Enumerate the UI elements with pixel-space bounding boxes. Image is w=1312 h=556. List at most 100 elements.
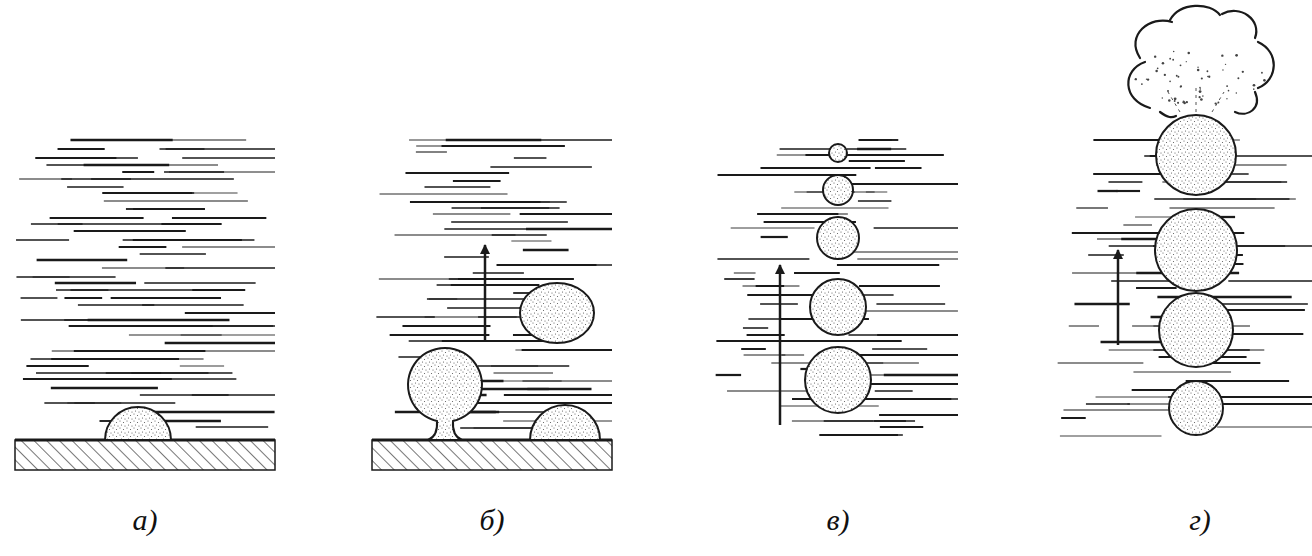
rising-bubble [520, 283, 594, 343]
liquid-line [1058, 362, 1144, 363]
liquid-line [1133, 372, 1231, 373]
cloud-spray [1199, 90, 1202, 93]
liquid-line [849, 160, 905, 162]
cloud-spray-line [1212, 92, 1224, 112]
cloud-spray [1202, 95, 1204, 97]
liquid-line [806, 213, 848, 214]
cloud-spray [1235, 54, 1238, 57]
liquid-hatching [16, 140, 1312, 436]
liquid-line [522, 380, 612, 381]
heated-wall [372, 440, 612, 470]
rise-arrow [779, 265, 782, 425]
liquid-line [140, 394, 229, 396]
cloud-spray [1177, 76, 1179, 78]
cloud-outline [1160, 112, 1176, 117]
liquid-line [133, 208, 205, 210]
panel-label: а) [110, 503, 180, 537]
liquid-line [116, 192, 194, 194]
liquid-line [522, 349, 612, 351]
liquid-line [1123, 224, 1152, 225]
liquid-line [829, 434, 903, 435]
rise-arrow [484, 245, 487, 340]
liquid-line [67, 186, 123, 187]
liquid-line [451, 284, 540, 286]
cloud-spray-line [1168, 92, 1180, 112]
cloud-spray [1217, 102, 1219, 104]
liquid-line [520, 213, 612, 215]
liquid-line [1076, 207, 1108, 208]
vapor-bubble [829, 144, 847, 162]
liquid-line [405, 172, 509, 174]
liquid-line [1116, 190, 1140, 192]
vapor-cloud [1128, 6, 1273, 117]
cloud-spray [1164, 74, 1166, 76]
liquid-line [1093, 139, 1160, 141]
heated-wall [15, 440, 275, 470]
liquid-line [1074, 303, 1129, 305]
liquid-line [777, 155, 826, 156]
liquid-line [72, 282, 104, 284]
liquid-line [1183, 198, 1256, 199]
liquid-line [1218, 309, 1305, 311]
cloud-spray-line [1196, 88, 1197, 112]
liquid-line [16, 239, 69, 241]
liquid-line [21, 297, 58, 299]
liquid-line [875, 390, 913, 392]
liquid-line [380, 194, 508, 195]
liquid-line [51, 387, 158, 389]
panel-label: г) [1165, 503, 1235, 537]
cloud-spray [1155, 70, 1158, 73]
cloud-spray [1222, 69, 1223, 70]
cloud-spray [1236, 92, 1237, 93]
liquid-line [140, 253, 206, 254]
liquid-line [453, 180, 501, 182]
cloud-outline [1170, 6, 1220, 20]
liquid-line [447, 307, 520, 308]
liquid-line [743, 327, 768, 329]
liquid-line [1086, 403, 1130, 405]
liquid-line [424, 186, 490, 187]
vapor-bubble [1159, 293, 1233, 367]
liquid-line [504, 394, 612, 396]
liquid-line [182, 157, 275, 158]
liquid-line [23, 378, 172, 380]
liquid-line [1098, 303, 1128, 305]
liquid-line [869, 383, 958, 385]
liquid-line [858, 200, 891, 202]
cloud-spray [1263, 79, 1266, 82]
liquid-line [1217, 427, 1312, 428]
liquid-line [154, 358, 203, 359]
cloud-spray [1261, 72, 1263, 74]
liquid-line [165, 342, 275, 344]
cloud-spray [1199, 91, 1200, 92]
liquid-line [523, 249, 569, 251]
liquid-line [74, 403, 95, 404]
liquid-line [119, 246, 167, 248]
liquid-line [74, 350, 206, 352]
liquid-line [515, 350, 612, 351]
liquid-line [122, 171, 154, 173]
cloud-spray [1167, 90, 1169, 92]
liquid-line [376, 316, 434, 317]
panel-label: в) [803, 503, 873, 537]
liquid-line [33, 277, 70, 278]
liquid-line [402, 325, 490, 327]
liquid-line [379, 278, 512, 279]
cloud-spray [1242, 71, 1244, 73]
cloud-spray [1186, 61, 1187, 62]
liquid-line [478, 365, 570, 366]
liquid-line [1169, 207, 1274, 208]
liquid-line [716, 374, 741, 376]
liquid-line [514, 157, 547, 159]
cloud-spray [1180, 85, 1182, 87]
liquid-line [21, 319, 95, 320]
liquid-line [1061, 417, 1086, 419]
cloud-outline [1222, 11, 1256, 38]
cloud-spray [1200, 98, 1203, 101]
liquid-line [431, 201, 566, 202]
liquid-line [884, 374, 958, 376]
liquid-line [196, 426, 268, 428]
liquid-line [717, 258, 809, 260]
liquid-line [1136, 287, 1177, 289]
liquid-line [442, 145, 565, 147]
